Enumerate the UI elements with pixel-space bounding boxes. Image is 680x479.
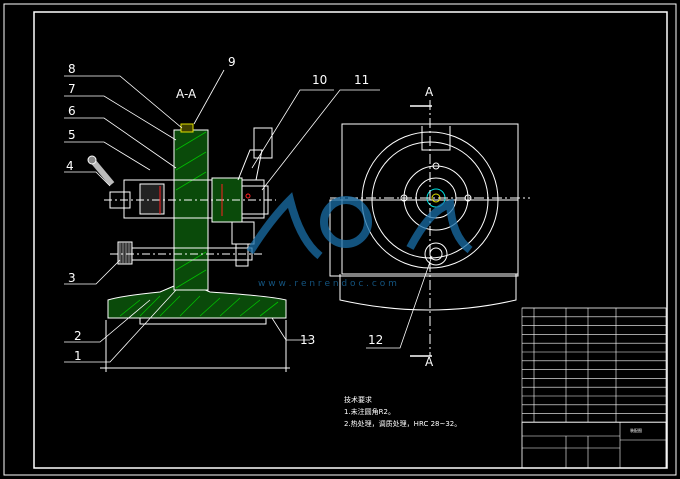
callout-4: 4 (66, 159, 74, 173)
knurl-lines (119, 242, 130, 264)
base-slot (139, 317, 267, 325)
callout-9: 9 (228, 55, 236, 69)
watermark-glyph-right (406, 198, 473, 254)
lower-boss (424, 242, 448, 266)
column-hatch (175, 131, 207, 289)
watermark-url: w w w . r e n r e n d o c . c o m (258, 279, 397, 289)
callout-labels: 8 7 6 5 4 3 2 1 9 10 11 13 12 A-A (66, 55, 383, 363)
notes-line-1: 1.未注圆角R2。 (344, 407, 395, 416)
clamp-post (253, 127, 273, 159)
technical-notes: 技术要求 1.未注圆角R2。 2.热处理，调质处理，HRC 28~32。 (344, 395, 461, 428)
side-base (339, 274, 517, 311)
callout-8: 8 (68, 62, 76, 76)
section-view (87, 123, 290, 372)
callout-10: 10 (312, 73, 327, 87)
notes-heading: 技术要求 (344, 395, 372, 404)
lever-handle (89, 158, 115, 186)
top-cap (180, 123, 194, 133)
outer-frame (3, 3, 677, 476)
leader-lines (64, 69, 433, 363)
column-body (173, 129, 209, 291)
spindle-housing (123, 179, 265, 219)
watermark-glyph-left (246, 192, 323, 260)
callout-3: 3 (68, 271, 76, 285)
side-view (329, 100, 530, 357)
callout-12: 12 (368, 333, 383, 347)
title-block (521, 307, 667, 469)
title-block-frame (521, 307, 667, 469)
lever-knob (87, 155, 97, 165)
notes-line-2: 2.热处理，调质处理，HRC 28~32。 (344, 419, 461, 428)
base-hatch (119, 295, 279, 317)
side-label-top: A (425, 85, 434, 99)
watermark: w w w . r e n r e n d o c . c o m (246, 192, 473, 289)
callout-11: 11 (354, 73, 369, 87)
section-label: A-A (176, 87, 197, 101)
lower-bracket (231, 221, 255, 245)
title-lower (521, 421, 667, 469)
title-block-name: 装配图 (630, 427, 642, 433)
clamp-arm (237, 149, 263, 181)
callout-2: 2 (74, 329, 82, 343)
callout-1: 1 (74, 349, 82, 363)
callout-13: 13 (300, 333, 315, 347)
top-clamp (421, 126, 451, 151)
callout-6: 6 (68, 104, 76, 118)
lower-boss-inner (429, 247, 443, 261)
side-label-bottom: A (425, 355, 434, 369)
bolt-top (432, 162, 440, 170)
inner-frame (33, 11, 668, 469)
callout-7: 7 (68, 82, 76, 96)
red-mark-3 (245, 193, 251, 199)
watermark-logo-ring (320, 196, 372, 248)
lower-shaft-nut (235, 243, 249, 267)
bom-rows (522, 307, 666, 423)
callout-5: 5 (68, 128, 76, 142)
